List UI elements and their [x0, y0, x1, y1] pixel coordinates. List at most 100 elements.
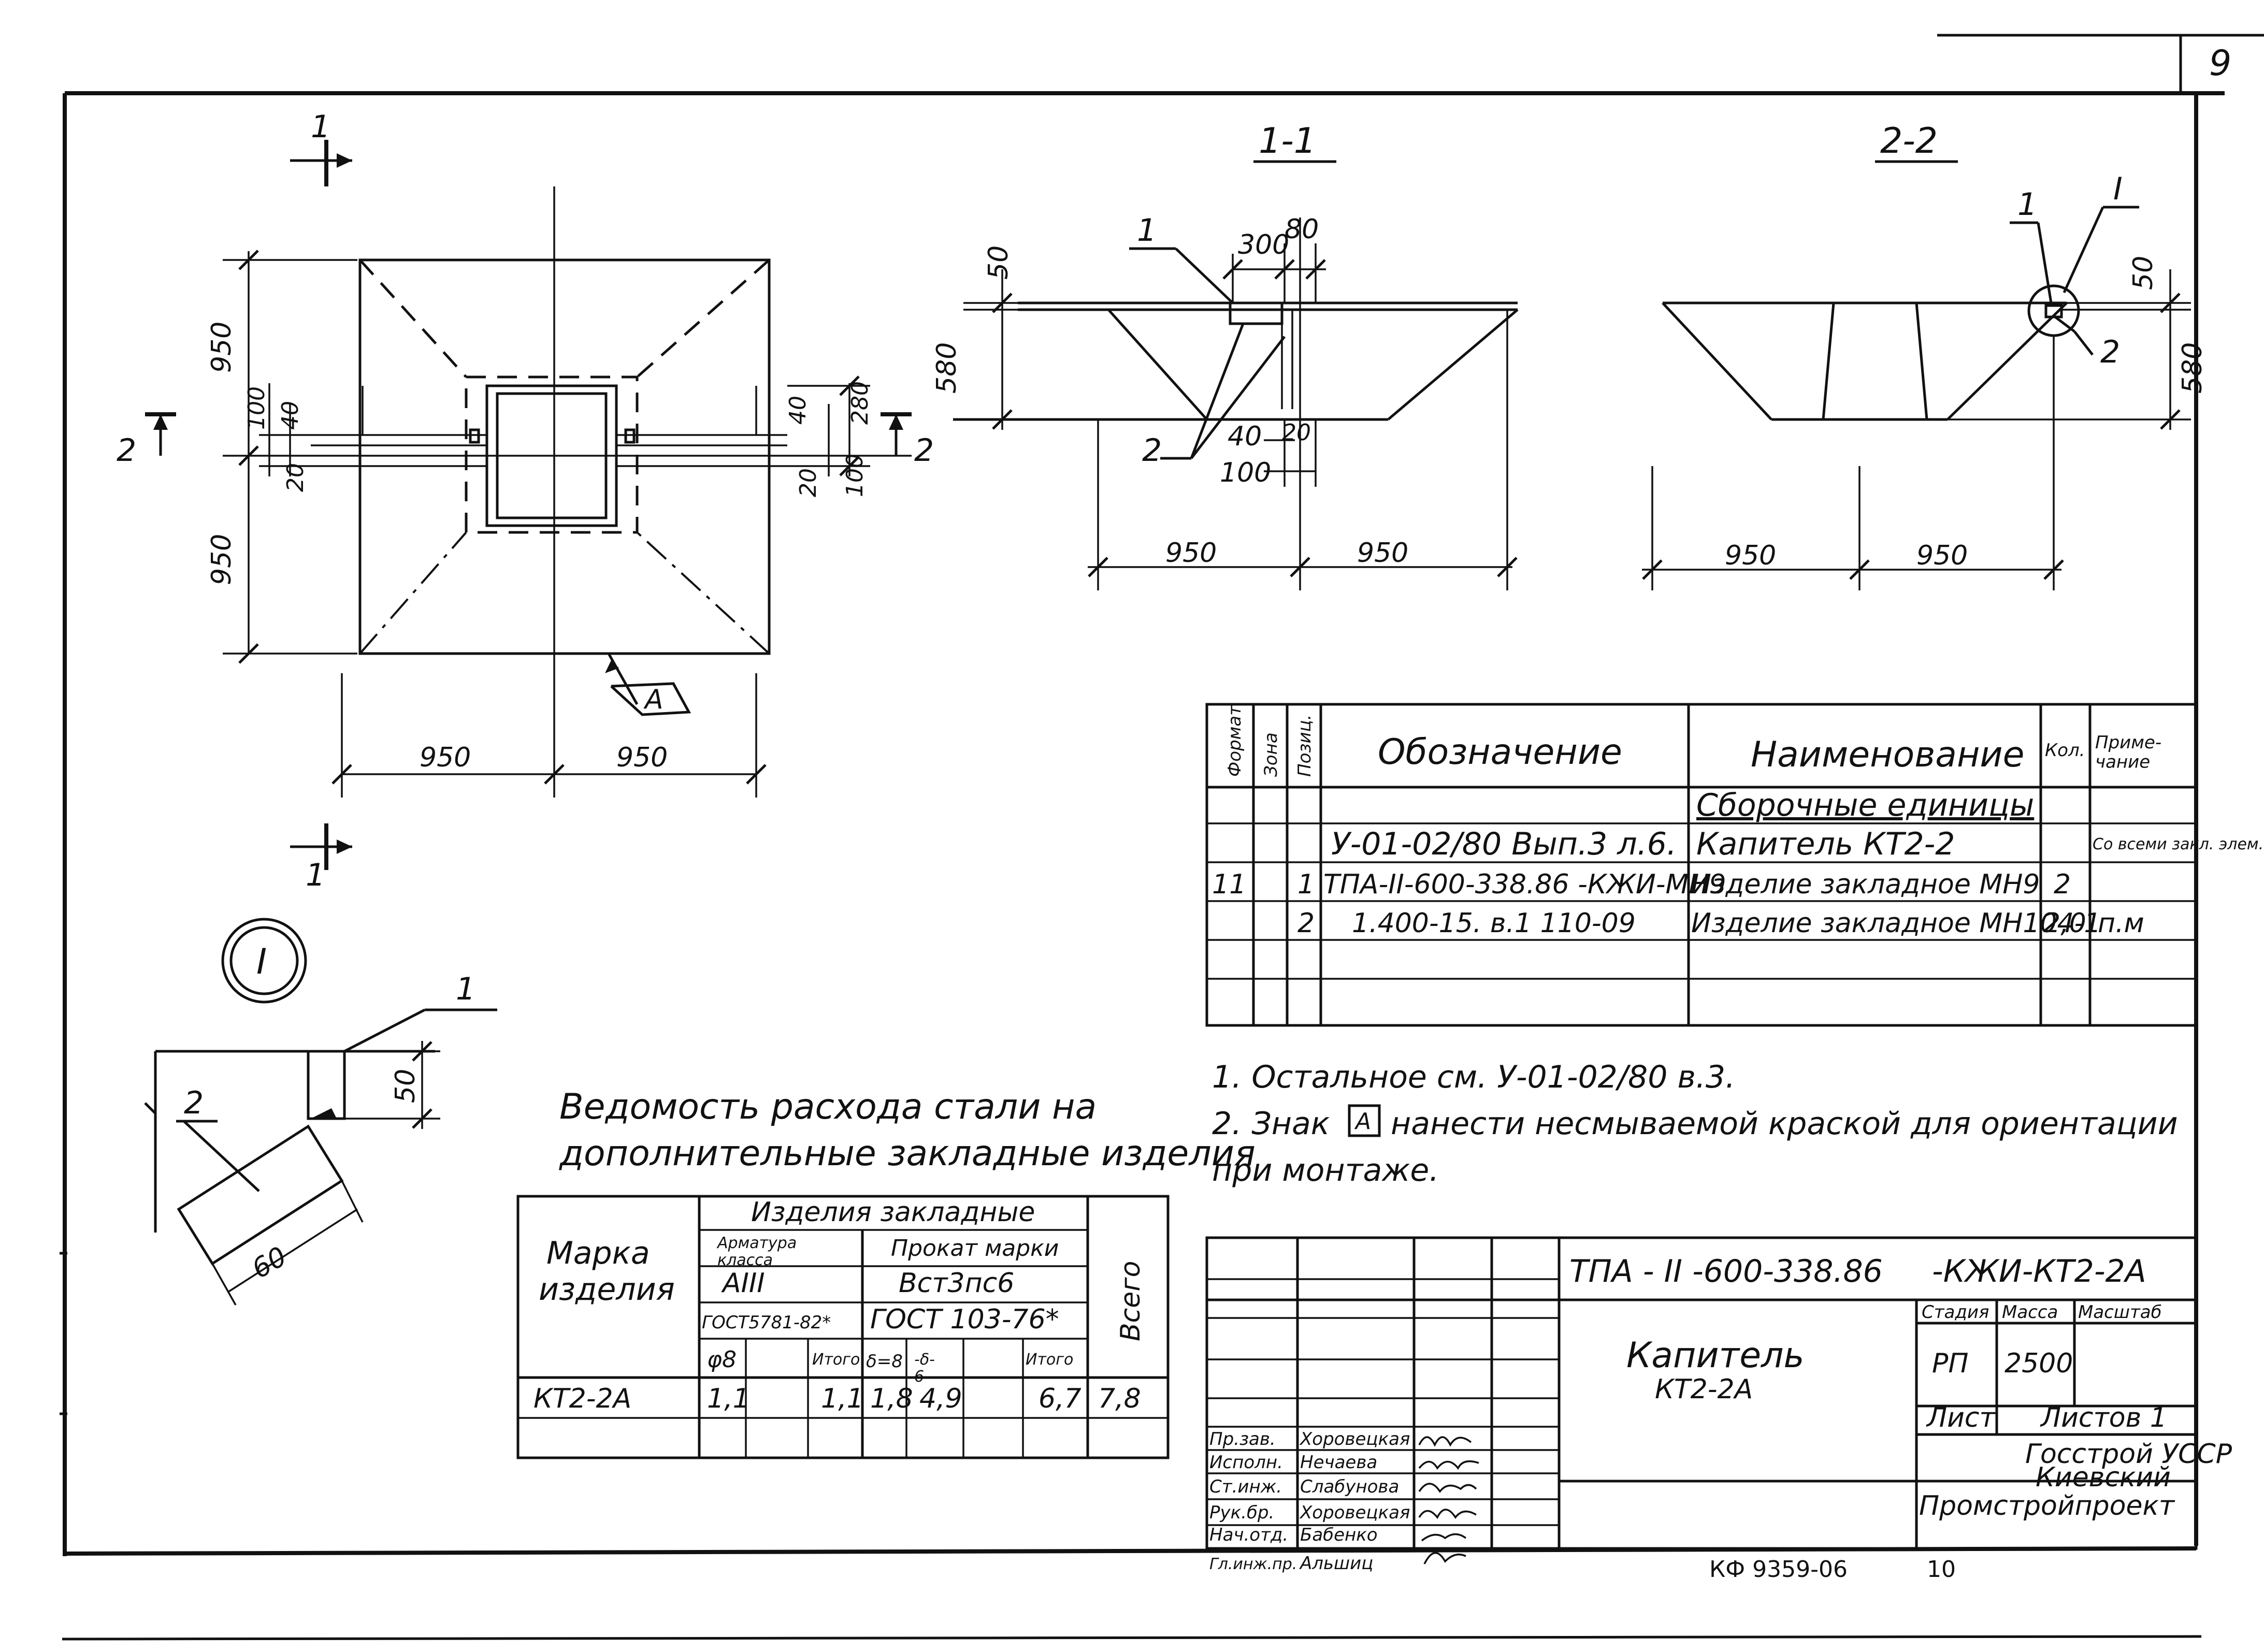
- steel-rolled-gost: ГОСТ 103-76*: [870, 1304, 1059, 1335]
- role-2-name: Нечаева: [1300, 1452, 1377, 1473]
- steel-sub-itogo2: Итого: [1026, 1351, 1073, 1369]
- section-1-1-leader-1: 1: [1137, 212, 1157, 249]
- section-1-1-dim-300: 300: [1238, 229, 1289, 260]
- steel-col-group: Изделия закладные: [751, 1197, 1035, 1228]
- plan-dim-100-left: 100: [243, 386, 270, 430]
- steel-row-total: 7,8: [1098, 1383, 1141, 1414]
- detail-i-leader-2: 2: [184, 1085, 204, 1121]
- note-mark-a: A: [1354, 1108, 1371, 1135]
- steel-title-line-2: дополнительные закладные изделия: [559, 1133, 1256, 1174]
- section-2-2-leader-1: 1: [2017, 186, 2037, 223]
- title-block: [1205, 1236, 2198, 1550]
- spec-row-3-pos: 2: [1297, 908, 1315, 939]
- note-line-3: при монтаже.: [1212, 1152, 1439, 1189]
- role-1: Пр.зав.: [1209, 1429, 1276, 1450]
- detail-i: [144, 918, 497, 1306]
- section-2-2-leader-2: 2: [2100, 334, 2120, 370]
- section-1-1-dim-100: 100: [1220, 457, 1271, 488]
- title-mass: 2500: [2005, 1348, 2073, 1379]
- plan-dim-40-left: 40: [277, 401, 304, 430]
- spec-table: [1205, 703, 2198, 1027]
- spec-row-3-qty: 2,0: [2043, 908, 2086, 939]
- plan-dim-20-left: 20: [282, 463, 309, 492]
- detail-i-label: I: [256, 941, 267, 982]
- archive-sheet: 10: [1927, 1556, 1956, 1583]
- spec-row-2-pos: 1: [1297, 869, 1315, 900]
- note-mark-box: [1348, 1104, 1381, 1137]
- section-1-1-leader-2: 2: [1142, 432, 1162, 469]
- plan-dim-950-top: 950: [206, 322, 237, 373]
- spec-row-2-designation: ТПА-II-600-338.86 -КЖИ-МН9: [1323, 869, 1726, 900]
- steel-row-s6: 4,9: [919, 1383, 962, 1414]
- role-4-name: Хоровецкая: [1299, 1502, 1410, 1523]
- title-code: ТПА - II -600-338.86: [1569, 1253, 1883, 1289]
- steel-row-d8: 1,1: [707, 1383, 750, 1414]
- spec-row-2-qty: 2: [2054, 869, 2071, 900]
- spec-row-3-designation: 1.400-15. в.1 110-09: [1352, 908, 1636, 939]
- section-1-1-dim-80: 80: [1285, 214, 1319, 245]
- steel-sub-itogo: Итого: [812, 1351, 860, 1369]
- plan-dim-280-right: 280: [847, 381, 873, 425]
- archive-code: КФ 9359-06: [1709, 1556, 1848, 1583]
- section-2-2-leader-i: I: [2113, 171, 2123, 207]
- title-org-line-1: Госстрой УССР: [2025, 1439, 2232, 1470]
- plan-mark-a: A: [643, 684, 664, 715]
- steel-col-total: Всего: [1115, 1261, 1146, 1341]
- steel-row-s8: 1,8: [870, 1383, 913, 1414]
- steel-title-line-1: Ведомость расхода стали на: [559, 1086, 1097, 1127]
- role-1-name: Хоровецкая: [1299, 1429, 1410, 1450]
- section-1-1-dim-50: 50: [983, 245, 1014, 280]
- section-2-2: [1642, 160, 2191, 590]
- spec-section-title: Сборочные единицы: [1696, 787, 2034, 823]
- detail-i-dim-60: 60: [247, 1241, 292, 1285]
- title-sheets-label: Листов 1: [2040, 1402, 2167, 1433]
- section-2-2-dim-580: 580: [2177, 342, 2208, 394]
- title-name-line-1: Капитель: [1626, 1335, 1805, 1376]
- steel-sub-d8b: δ=8: [866, 1351, 903, 1372]
- role-6-name: Альшиц: [1299, 1553, 1373, 1574]
- section-1-1-dim-950-left: 950: [1165, 538, 1217, 569]
- spec-row-2-name: Изделие закладное МН9: [1691, 869, 2040, 900]
- spec-row-3-name: Изделие закладное МН104-1: [1691, 908, 2101, 939]
- steel-rebar-class: АIII: [721, 1268, 765, 1299]
- spec-row-3-note: п.м: [2098, 908, 2144, 939]
- title-code-suffix: -КЖИ-КТ2-2А: [1932, 1253, 2146, 1289]
- title-name-line-2: КТ2-2А: [1655, 1374, 1753, 1405]
- plan-dim-950-bottom-right: 950: [616, 742, 668, 773]
- section-2-2-dim-50: 50: [2128, 256, 2159, 290]
- steel-sub-d8: φ8: [707, 1346, 737, 1373]
- steel-col-rolled: Прокат марки: [891, 1235, 1059, 1262]
- steel-sub-frac: -δ-6: [914, 1351, 935, 1386]
- plan-section-mark-1-top: 1: [311, 109, 330, 145]
- role-6: Гл.инж.пр.: [1209, 1555, 1297, 1573]
- note-line-1: 1. Остальное см. У-01-02/80 в.3.: [1212, 1059, 1735, 1095]
- plan-section-mark-2-left: 2: [117, 432, 136, 469]
- plan-dim-950-bottom-left: 950: [420, 742, 471, 773]
- section-1-1-dim-580: 580: [931, 342, 962, 394]
- spec-header-name: Наименование: [1751, 734, 2024, 775]
- role-5: Нач.отд.: [1209, 1525, 1288, 1545]
- section-1-1-dim-40: 40: [1228, 421, 1262, 452]
- section-1-1: [953, 160, 1519, 590]
- detail-i-dim-50: 50: [390, 1069, 421, 1103]
- plan-dim-950-bottom: 950: [206, 534, 237, 585]
- plan-section-mark-2-right: 2: [914, 432, 934, 469]
- plan-dim-100-right: 100: [842, 454, 868, 497]
- spec-header-note: Приме-чание: [2095, 732, 2161, 772]
- section-2-2-dim-950-left: 950: [1725, 540, 1776, 571]
- title-mass-label: Масса: [2002, 1302, 2058, 1323]
- steel-row-mark: КТ2-2А: [533, 1383, 631, 1414]
- section-2-2-title: 2-2: [1880, 121, 1938, 162]
- role-5-name: Бабенко: [1300, 1525, 1378, 1545]
- role-4: Рук.бр.: [1209, 1502, 1274, 1523]
- spec-header-zone: Зона: [1261, 732, 1281, 777]
- section-2-2-dim-950-right: 950: [1916, 540, 1968, 571]
- note-line-2b: нанести несмываемой краской для ориентац…: [1391, 1106, 2178, 1142]
- spec-header-qty: Кол.: [2045, 740, 2085, 761]
- steel-table: [516, 1195, 1170, 1459]
- spec-header-pos: Позиц.: [1294, 715, 1315, 777]
- plan-dim-40-right: 40: [785, 396, 811, 425]
